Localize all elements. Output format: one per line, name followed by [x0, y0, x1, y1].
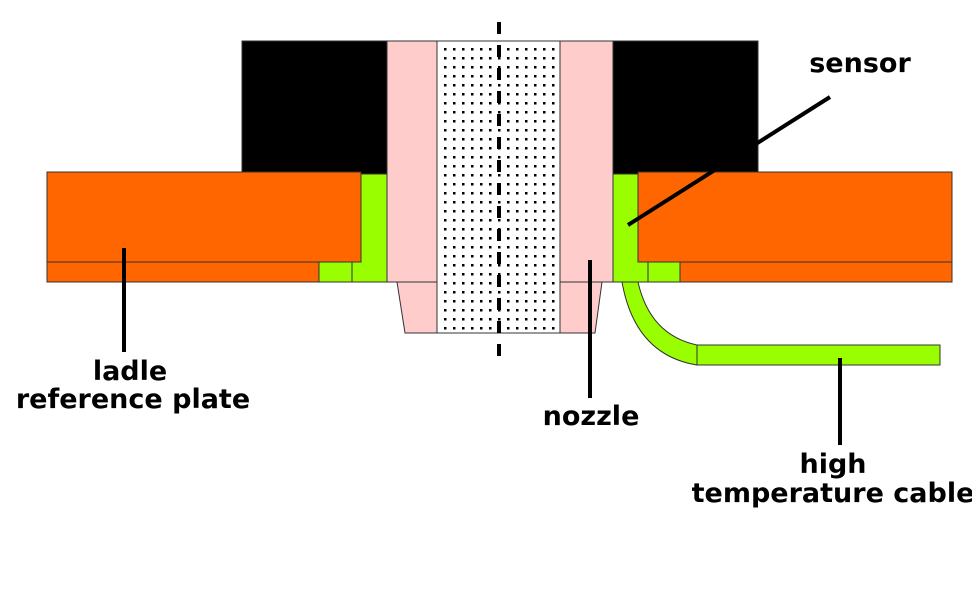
plate-strip-left	[46, 261, 320, 283]
cable-label-line2: temperature cable	[692, 478, 972, 509]
sensor-ring-right-small	[647, 261, 681, 283]
sensor-leader-line	[626, 95, 832, 227]
sensor-label: sensor	[809, 48, 911, 79]
nozzle-tip-left	[396, 281, 438, 334]
plate-strip-right	[679, 261, 953, 283]
ladle-label-line1: ladle	[93, 356, 167, 387]
top-block-right	[611, 40, 759, 175]
nozzle-label: nozzle	[543, 401, 640, 432]
top-block-left	[241, 40, 389, 175]
nozzle-tip-right	[559, 281, 603, 334]
high-temperature-cable	[696, 344, 941, 366]
ladle-reference-plate-right	[637, 171, 953, 263]
sensor-ring-left-small	[318, 261, 353, 283]
cable-label-line1: high	[799, 449, 866, 480]
ladle-reference-plate-left	[46, 171, 362, 263]
high-temperature-cable-bend	[621, 281, 698, 366]
nozzle-wall-right	[559, 40, 614, 283]
nozzle-wall-left	[386, 40, 438, 283]
ladle-label-line2: reference plate	[16, 384, 250, 415]
